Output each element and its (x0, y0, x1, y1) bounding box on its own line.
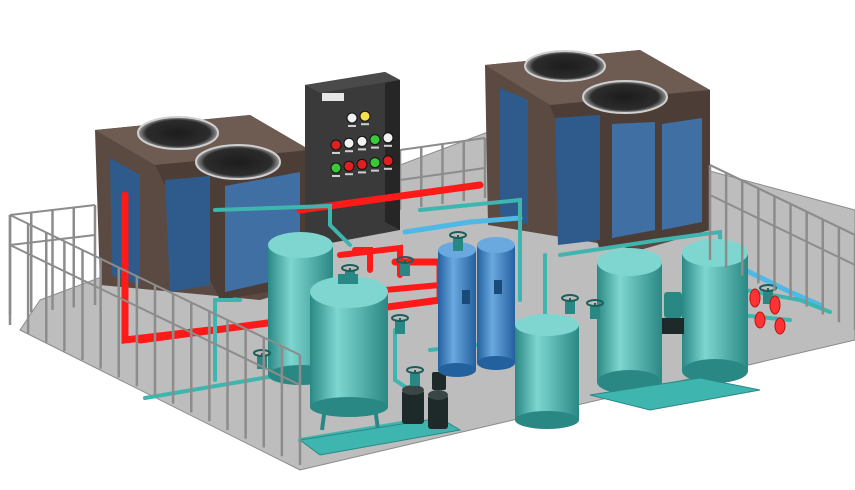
lamp-label-plate (345, 173, 353, 176)
valve-handwheel-icon (406, 366, 424, 386)
valve-handwheel-icon (449, 231, 467, 251)
valve-handwheel-icon (396, 256, 414, 276)
valve-handwheel-icon (759, 284, 777, 304)
pump-skid-base (298, 417, 462, 456)
pressure-tank-right-2 (682, 239, 748, 383)
indicator-lamp-icon (382, 155, 394, 167)
indicator-lamp-icon (330, 162, 342, 174)
indicator-lamp-icon (369, 157, 381, 169)
pump-icon (432, 372, 446, 390)
indicator-lamp-icon (343, 137, 355, 149)
indicator-lamp-icon (346, 112, 358, 124)
indicator-lamp-icon (330, 139, 342, 151)
heat-pump-unit-right (485, 50, 710, 250)
right-skid-base (589, 377, 761, 411)
lamp-label-plate (384, 144, 392, 147)
fan-icon (195, 144, 281, 180)
pump-icon (428, 390, 448, 429)
fan-icon (582, 80, 668, 114)
unit-panel (500, 88, 528, 225)
lamp-label-plate (371, 146, 379, 149)
lamp-label-plate (358, 171, 366, 174)
indicator-lamp-icon (359, 110, 371, 122)
valve-handwheel-icon (253, 349, 271, 369)
pump-icon (402, 385, 424, 424)
valve-handwheel-icon (561, 294, 579, 314)
valve-handwheel-icon (341, 264, 359, 284)
valve-handwheel-icon (391, 314, 409, 334)
brine-tank (515, 314, 579, 429)
lamp-label-plate (332, 175, 340, 177)
unit-panel (612, 122, 655, 238)
valve-group (253, 231, 777, 386)
heat-pump-unit-left (95, 115, 310, 300)
pressure-tank-front (310, 274, 388, 431)
flange-connections (749, 288, 786, 335)
softener-column-left (438, 242, 476, 377)
unit-panel (662, 118, 702, 230)
indicator-lamp-icon (369, 134, 381, 146)
lamp-label-plate (358, 148, 366, 151)
indicator-lamp-icon (356, 158, 368, 170)
lamp-label-plate (384, 167, 392, 170)
fan-icon (524, 50, 606, 82)
lamp-label-plate (371, 169, 379, 172)
indicator-lamp-icon (343, 160, 355, 172)
lamp-label-plate (361, 123, 369, 126)
fan-icon (137, 116, 219, 150)
lamp-label-plate (348, 125, 356, 127)
cabinet-nameplate (322, 93, 344, 101)
softener-column-right (477, 237, 515, 370)
front-railing-posts (8, 165, 855, 465)
lamp-label-plate (345, 150, 353, 153)
valve-handwheel-icon (586, 299, 604, 319)
pump-icon (662, 292, 684, 334)
indicator-lamp-icon (356, 135, 368, 147)
control-cabinet (305, 72, 400, 245)
lamp-label-plate (332, 152, 340, 154)
indicator-lamp-panel (330, 110, 394, 177)
indicator-lamp-icon (382, 132, 394, 144)
unit-panel (555, 115, 600, 245)
pressure-tank-right-1 (597, 248, 662, 394)
unit-panel (165, 176, 210, 292)
